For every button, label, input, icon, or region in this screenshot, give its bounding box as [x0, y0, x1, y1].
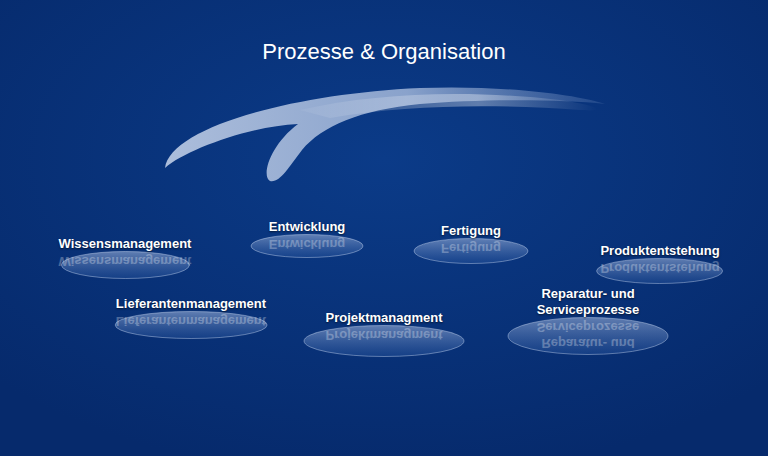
- label-reflection: Reparatur- und Serviceprozesse: [527, 319, 649, 351]
- label-reflection: Produktentstehung: [592, 260, 727, 276]
- disc-node: WissensmanagementWissensmanagement: [51, 236, 200, 281]
- label-reflection: Lieferantenmanagement: [108, 313, 274, 329]
- diagram-title: Prozesse & Organisation: [0, 38, 768, 66]
- disc-node: FertigungFertigung: [411, 223, 531, 266]
- swoosh-highlight: [300, 94, 597, 118]
- label-reflection: Fertigung: [411, 240, 531, 256]
- node-label: Projektmanagment: [301, 310, 467, 326]
- disc-node: ProduktentstehungProduktentstehung: [592, 243, 727, 286]
- node-label: Fertigung: [411, 223, 531, 239]
- label-reflection: Wissensmanagement: [51, 253, 200, 269]
- label-reflection: Entwicklung: [248, 236, 366, 252]
- node-label: Lieferantenmanagement: [108, 296, 274, 312]
- swoosh: [165, 87, 605, 181]
- label-reflection: Projektmanagment: [301, 327, 467, 343]
- disc-ellipse: [508, 318, 668, 355]
- node-label: Produktentstehung: [592, 243, 727, 259]
- disc-node: Reparatur- und ServiceprozesseReparatur-…: [505, 286, 671, 357]
- disc-node: ProjektmanagmentProjektmanagment: [301, 310, 467, 359]
- node-label: Wissensmanagement: [51, 236, 200, 252]
- disc-node: EntwicklungEntwicklung: [248, 219, 366, 260]
- disc-node: LieferantenmanagementLieferantenmanageme…: [108, 296, 274, 341]
- node-label: Reparatur- und Serviceprozesse: [527, 286, 649, 318]
- node-label: Entwicklung: [248, 219, 366, 235]
